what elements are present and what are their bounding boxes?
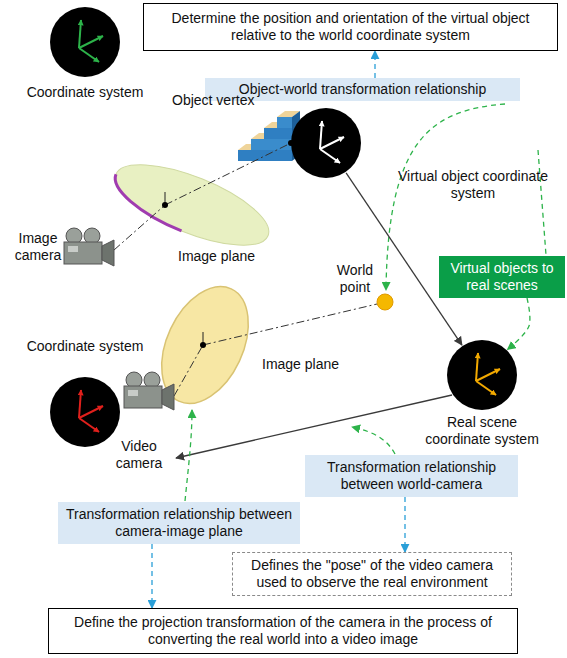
- node-text: Determine the position and orientation o…: [152, 10, 549, 44]
- camera-body: [64, 242, 102, 264]
- node-text: Transformation relationship between worl…: [311, 459, 512, 493]
- node-label: Real scene coordinate system: [417, 414, 547, 448]
- video-camera-icon: [124, 372, 174, 410]
- camera-lens: [162, 384, 174, 410]
- axis-arrow: [320, 149, 340, 163]
- coordinate-symbol: [290, 107, 362, 179]
- axis-arrow: [79, 406, 103, 418]
- node-text: Define the projection transformation of …: [57, 614, 509, 648]
- axis-arrow: [320, 121, 322, 149]
- node-text: Defines the "pose" of the video camera u…: [239, 557, 505, 591]
- connector: [507, 298, 529, 350]
- coordinate-disc: [447, 340, 517, 410]
- image-plane-ellipse: [144, 273, 265, 418]
- axis-arrow: [79, 20, 81, 48]
- coordinate-disc: [50, 377, 120, 447]
- camera-lens: [102, 240, 114, 266]
- camera-body: [124, 386, 162, 408]
- coordinate-circle: Real scene coordinate system: [446, 339, 518, 411]
- relation-box: Transformation relationship between came…: [58, 502, 300, 544]
- axis-arrow: [79, 36, 103, 48]
- node-text: Transformation relationship between came…: [64, 506, 294, 540]
- coordinate-symbol: [49, 6, 121, 78]
- note-box: Defines the "pose" of the video camera u…: [232, 552, 512, 596]
- world-point-dot: [377, 294, 393, 310]
- stair-front: [251, 139, 292, 150]
- ray: [165, 143, 291, 205]
- stair-front: [264, 128, 292, 139]
- ray: [114, 205, 165, 250]
- highlight-box: Virtual objects to real scenes: [439, 256, 565, 298]
- node-text: Object-world transformation relationship: [211, 81, 514, 98]
- connector: [404, 497, 405, 552]
- axis-arrow: [320, 137, 344, 149]
- stair-front: [238, 150, 292, 161]
- coordinate-disc: [291, 108, 361, 178]
- connector: [151, 544, 152, 608]
- note-box: Determine the position and orientation o…: [143, 3, 558, 51]
- part-label: Image plane: [178, 248, 255, 265]
- part-label: Image plane: [262, 356, 339, 373]
- part-label: Video camera: [108, 438, 170, 472]
- part-label: Image camera: [8, 230, 68, 264]
- ray: [203, 304, 377, 345]
- image-plane-bottom: [144, 273, 265, 418]
- node-label: Virtual object coordinate system: [398, 168, 548, 202]
- relation-box: Transformation relationship between worl…: [305, 455, 518, 497]
- transform-arrow: [176, 395, 452, 458]
- coordinate-symbol: [446, 339, 518, 411]
- axis-arrow: [476, 381, 496, 395]
- image-plane-ellipse: [105, 148, 278, 261]
- ray: [174, 345, 203, 396]
- part-label: World point: [330, 262, 380, 296]
- axis-arrow: [476, 353, 478, 381]
- connector: [374, 51, 375, 78]
- coordinate-disc: [50, 7, 120, 77]
- pointer-dashed: [538, 150, 546, 255]
- image-point: [200, 342, 206, 348]
- axis-arrow: [79, 418, 99, 432]
- image-plane-top: [105, 148, 278, 261]
- axis-arrow: [476, 369, 500, 381]
- image-camera-icon: [64, 228, 114, 266]
- note-box: Define the projection transformation of …: [48, 608, 518, 654]
- coordinate-circle: Coordinate system: [49, 6, 121, 78]
- coordinate-symbol: [49, 376, 121, 448]
- stair-front: [277, 117, 292, 128]
- axis-arrow: [79, 48, 99, 62]
- green-pointers: [185, 104, 546, 501]
- pointer-dashed: [185, 410, 192, 501]
- image-point: [162, 202, 168, 208]
- camera-detail: [128, 390, 138, 396]
- part-label: Object vertex: [172, 92, 254, 109]
- coordinate-circle: Virtual object coordinate system: [290, 107, 362, 179]
- pointer-dashed: [352, 427, 395, 454]
- node-text: Virtual objects to real scenes: [442, 260, 562, 294]
- axis-arrow: [79, 390, 81, 418]
- node-label: Coordinate system: [20, 338, 150, 355]
- camera-detail: [68, 246, 78, 252]
- node-label: Coordinate system: [25, 84, 145, 101]
- coordinate-circle: Coordinate system: [49, 376, 121, 448]
- image-plane-rim: [105, 174, 192, 231]
